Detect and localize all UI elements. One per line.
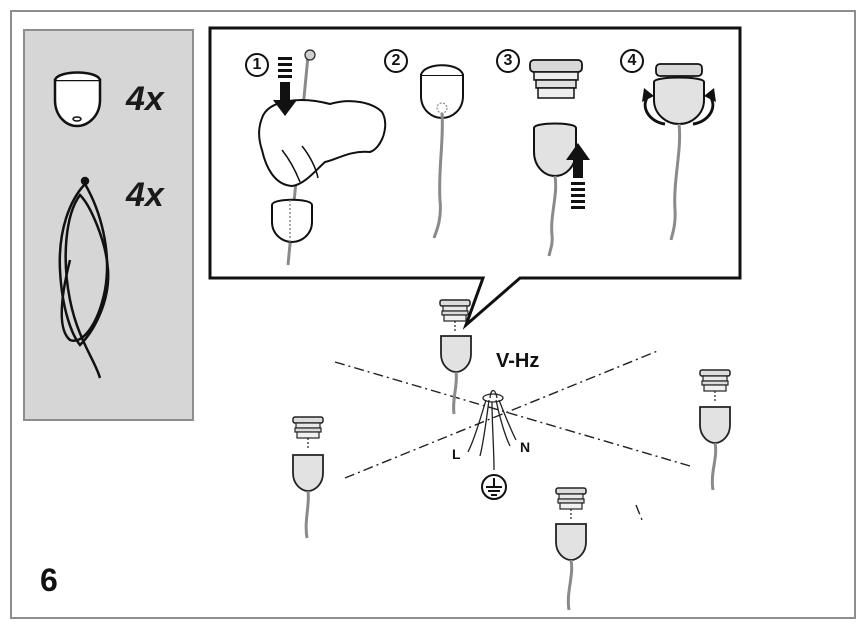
step-3-illustration bbox=[529, 59, 590, 257]
step-2-number: 2 bbox=[384, 49, 408, 73]
pendant-unit-top bbox=[439, 299, 472, 415]
pendant-unit-bottom bbox=[555, 487, 587, 611]
ground-icon bbox=[481, 474, 507, 500]
supply-wires bbox=[467, 389, 517, 471]
step-3-number: 3 bbox=[496, 49, 520, 73]
layout-guide-lines bbox=[334, 349, 691, 521]
pendant-unit-right bbox=[699, 369, 731, 491]
step-1-number: 1 bbox=[245, 53, 269, 77]
pendant-unit-left bbox=[292, 416, 324, 539]
step-2-illustration bbox=[420, 64, 464, 239]
step-1-illustration bbox=[258, 49, 387, 266]
outer-frame bbox=[10, 10, 856, 619]
canopy-part-icon bbox=[53, 71, 102, 128]
neutral-wire-label: N bbox=[520, 439, 531, 455]
live-wire-label: L bbox=[452, 446, 461, 462]
canopy-quantity: 4x bbox=[126, 80, 164, 118]
supply-voltage-label: V-Hz bbox=[496, 350, 540, 372]
step-4-illustration bbox=[642, 63, 716, 241]
cable-quantity: 4x bbox=[126, 176, 164, 214]
step-number: 6 bbox=[40, 562, 58, 598]
parts-panel bbox=[23, 29, 194, 421]
step-4-number: 4 bbox=[620, 49, 644, 73]
cable-coil-icon bbox=[58, 176, 110, 379]
